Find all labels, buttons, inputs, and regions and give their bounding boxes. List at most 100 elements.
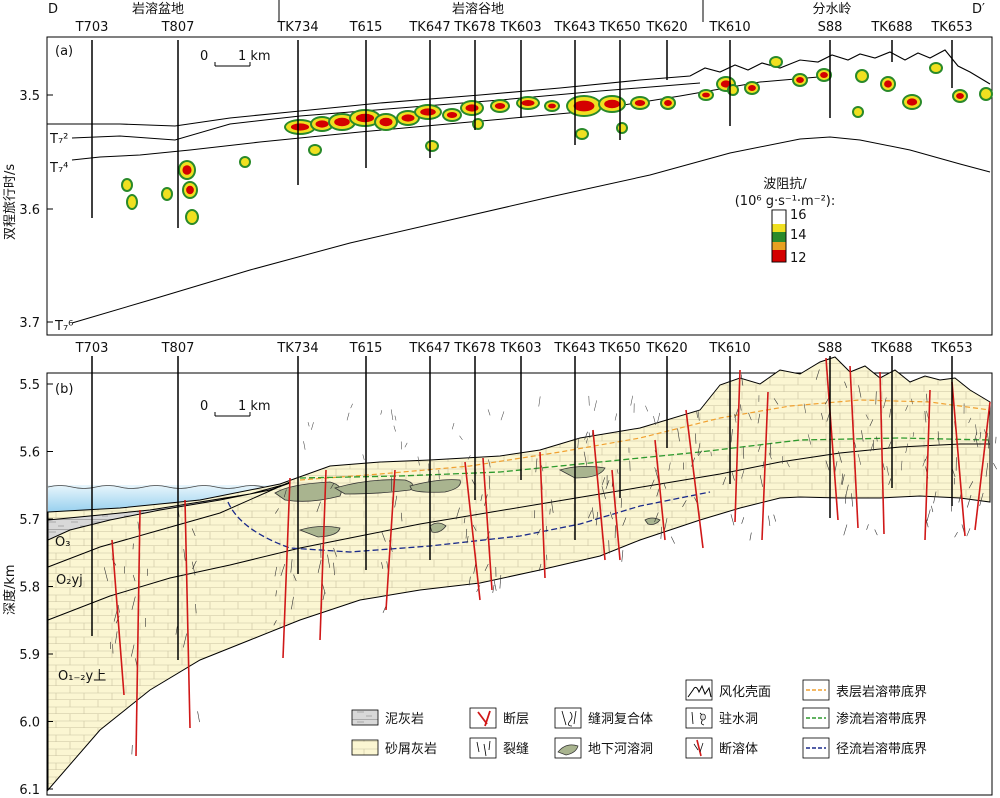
legend-fault-icon	[469, 707, 497, 729]
fracture-mark	[455, 507, 460, 520]
fracture-mark	[966, 528, 971, 537]
impedance-anomaly-core	[420, 108, 436, 116]
fracture-mark	[293, 574, 297, 582]
legend-river-cave-label: 地下河溶洞	[588, 742, 653, 757]
fracture-mark	[758, 445, 761, 452]
fault-line	[734, 369, 741, 523]
fault-line	[111, 539, 125, 696]
formation-o2yj: O₂yj	[56, 573, 83, 588]
well-label-b: TK647	[408, 341, 450, 356]
fracture-mark	[825, 460, 830, 471]
fracture-mark	[905, 405, 909, 411]
fracture-mark	[872, 439, 875, 451]
fracture-mark	[741, 470, 745, 479]
fracture-mark	[838, 451, 842, 463]
o3-mudstone	[47, 482, 291, 541]
fracture-mark	[876, 436, 878, 442]
well-label-b: TK603	[499, 341, 541, 356]
fracture-mark	[886, 466, 889, 476]
fracture-mark	[290, 559, 293, 573]
section-start-label: D	[48, 2, 58, 17]
fault-line	[974, 401, 991, 531]
panel-b-ytick: 5.7	[19, 513, 40, 528]
legend-fracture-label: 裂缝	[503, 742, 529, 757]
panel-a-ytick-2: 3.6	[19, 203, 40, 218]
panel-b-ytick: 6.0	[19, 716, 40, 731]
fracture-mark	[499, 575, 502, 589]
fracture-mark	[803, 403, 806, 414]
fracture-mark	[393, 425, 396, 432]
panel-b-ytick: 5.6	[19, 446, 40, 461]
fracture-mark	[472, 524, 477, 532]
panel-b-well-lines	[91, 356, 953, 660]
impedance-anomaly-core	[494, 103, 506, 109]
fault-line	[654, 439, 666, 541]
fracture-mark	[654, 512, 659, 523]
fracture-mark	[841, 474, 845, 486]
legend-percolation-icon	[802, 707, 830, 729]
impedance-anomaly-mid	[729, 86, 737, 94]
fracture-mark	[275, 590, 277, 597]
fracture-mark	[550, 499, 554, 513]
fracture-mark	[333, 547, 337, 557]
fracture-mark	[843, 524, 848, 536]
fracture-mark	[588, 510, 592, 519]
fracture-mark	[757, 413, 761, 424]
fracture-mark	[740, 404, 742, 411]
fracture-mark	[869, 419, 874, 427]
impedance-anomaly-core	[796, 77, 804, 83]
impedance-anomaly-core	[465, 104, 479, 112]
percolation-zone-base	[299, 437, 991, 479]
fracture-mark	[322, 591, 326, 601]
fracture-mark	[400, 512, 403, 522]
well-label-b: T703	[75, 341, 109, 356]
fracture-mark	[759, 475, 763, 487]
fracture-mark	[870, 442, 874, 452]
fracture-mark	[303, 441, 306, 450]
impedance-anomaly-core	[355, 113, 375, 123]
fracture-mark	[664, 517, 668, 530]
well-label-top: TK678	[453, 20, 495, 35]
fracture-mark	[459, 435, 463, 441]
fracture-mark	[197, 711, 200, 723]
legend-calcarenite-label: 砂屑灰岩	[385, 742, 437, 757]
fracture-mark	[734, 408, 739, 419]
impedance-anomaly-mid	[310, 146, 320, 154]
fracture-mark	[762, 461, 765, 468]
colorbar-segment	[772, 250, 786, 262]
fracture-mark	[748, 412, 752, 421]
legend-sinkhole-label: 驻水洞	[719, 712, 758, 727]
impedance-anomalies	[121, 56, 993, 225]
fault-line	[539, 451, 546, 579]
impedance-legend-title: 波阻抗/	[763, 177, 807, 192]
fracture-mark	[273, 620, 277, 626]
fault-line	[482, 457, 493, 591]
panel-b-label: (b)	[55, 382, 73, 397]
fracture-mark	[931, 505, 934, 513]
fracture-mark	[594, 400, 597, 411]
region-divide: 分水岭	[812, 2, 851, 17]
panel-a-y-axis: 3.5 3.6 3.7 双程旅行时/s	[3, 89, 53, 331]
legend-percolation-label: 渗流岩溶带底界	[836, 711, 927, 727]
fracture-mark	[465, 528, 468, 539]
impedance-anomaly-mid	[187, 211, 197, 223]
fracture-mark	[851, 493, 854, 507]
surface-karst-zone-base	[299, 399, 991, 481]
panel-a-ytick-3: 3.7	[19, 316, 40, 331]
fracture-mark	[710, 451, 712, 457]
fracture-mark	[538, 396, 541, 407]
legend-runoff-icon	[802, 737, 830, 759]
impedance-anomaly-core	[334, 117, 350, 127]
fault-line	[184, 499, 191, 729]
runoff-zone-base	[227, 491, 711, 553]
fracture-mark	[311, 422, 314, 430]
fracture-mark	[280, 563, 286, 576]
panel-b-ytick: 5.8	[19, 581, 40, 596]
fracture-mark	[815, 369, 820, 380]
fault-line	[849, 365, 859, 529]
panel-a-y-axis-label: 双程旅行时/s	[3, 164, 18, 240]
well-label-b: S88	[818, 341, 843, 356]
legend-mudstone-swatch	[351, 709, 379, 726]
fracture-mark	[327, 554, 331, 568]
